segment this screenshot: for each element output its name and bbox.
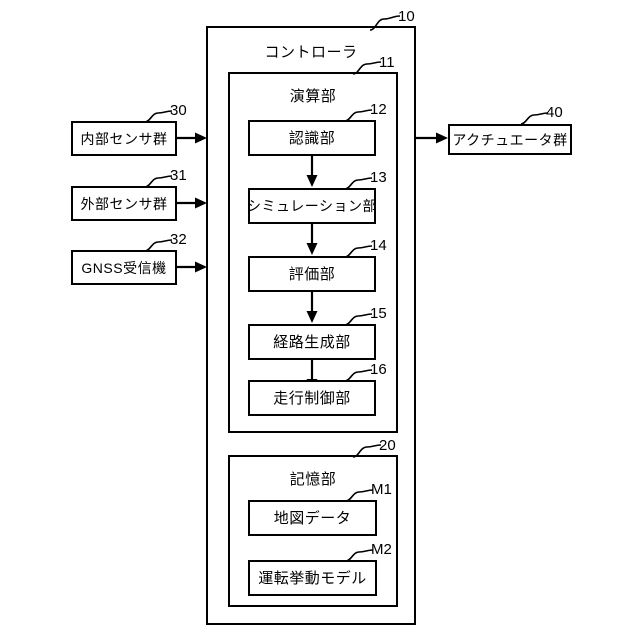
ref-number-10: 10 [398,8,415,25]
block-travel-control-unit-label: 走行制御部 [273,389,351,407]
arithmetic-unit-title: 演算部 [289,88,337,105]
block-travel-control-unit[interactable]: 走行制御部 [248,380,376,416]
controller-title: コントローラ [264,44,358,61]
arrow-internal-sensor-to-controller [177,132,207,144]
block-simulation-unit[interactable]: シミュレーション部 [247,188,377,224]
block-recognition-unit[interactable]: 認識部 [248,120,376,156]
ref-number-m1: M1 [371,481,392,498]
block-evaluation-unit-label: 評価部 [288,265,336,283]
arrow-gnss-to-controller [177,261,207,273]
block-route-generation-unit-label: 経路生成部 [273,333,351,351]
block-map-data-label: 地図データ [273,509,352,527]
ref-number-m2: M2 [371,541,392,558]
block-actuator-group[interactable]: アクチュエータ群 [448,124,572,155]
arrow-external-sensor-to-controller [177,197,207,209]
block-external-sensor-group-label: 外部センサ群 [80,195,168,212]
block-evaluation-unit[interactable]: 評価部 [248,256,376,292]
block-external-sensor-group[interactable]: 外部センサ群 [71,186,177,221]
block-gnss-receiver[interactable]: GNSS受信機 [71,250,177,285]
ref-number-15: 15 [370,305,387,322]
ref-number-16: 16 [370,361,387,378]
arrow-controller-to-actuator [414,132,448,144]
block-gnss-receiver-label: GNSS受信機 [81,259,167,276]
ref-number-32: 32 [170,231,187,248]
ref-number-11: 11 [379,54,395,71]
ref-number-13: 13 [370,169,387,186]
block-map-data[interactable]: 地図データ [248,500,377,536]
block-driving-behavior-model[interactable]: 運転挙動モデル [248,560,377,596]
ref-number-14: 14 [370,237,387,254]
block-recognition-unit-label: 認識部 [288,129,336,147]
block-driving-behavior-model-label: 運転挙動モデル [258,569,367,587]
ref-number-31: 31 [170,167,187,184]
ref-number-30: 30 [170,102,187,119]
ref-number-12: 12 [370,101,387,118]
block-simulation-unit-label: シミュレーション部 [247,198,377,214]
ref-number-20: 20 [379,437,396,454]
block-actuator-group-label: アクチュエータ群 [452,131,568,148]
block-internal-sensor-group[interactable]: 内部センサ群 [71,121,177,156]
block-route-generation-unit[interactable]: 経路生成部 [248,324,376,360]
storage-unit-title: 記憶部 [289,471,337,488]
block-internal-sensor-group-label: 内部センサ群 [80,130,168,147]
ref-number-40: 40 [546,104,563,121]
